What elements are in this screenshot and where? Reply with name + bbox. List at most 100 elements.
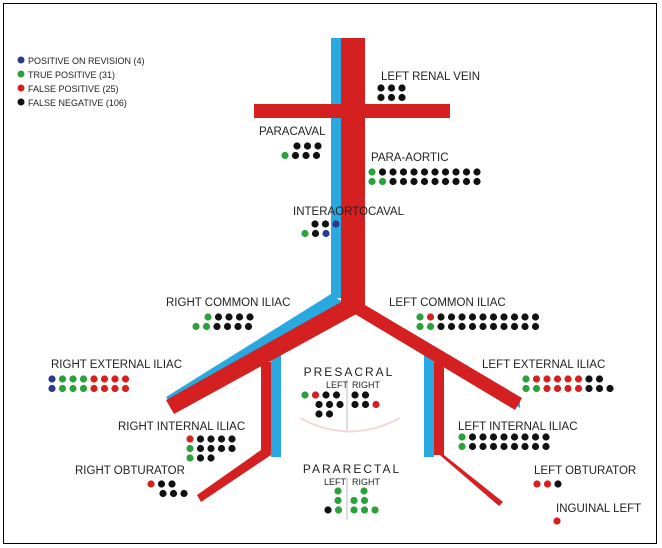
presacral-left-dot [336,401,343,408]
region-7-dot [596,375,603,382]
region-9-dot [511,443,518,450]
region-6-dot [59,375,66,382]
region-9-dot [490,443,497,450]
legend-label-false-negative: FALSE NEGATIVE (106) [28,98,127,108]
region-4-dot [225,313,232,320]
region-2-dot [379,168,386,175]
presacral-left-dot [326,410,333,417]
region-4-dot [245,323,252,330]
legend-label-true-positive: TRUE POSITIVE (31) [28,70,115,80]
region-8-dot [186,435,193,442]
region-7-dot [564,385,571,392]
region-5-dot [479,313,486,320]
region-5-dot [511,313,518,320]
region-1-dot [314,142,321,149]
region-4-dot [192,323,199,330]
region-5-dot [416,313,423,320]
label-pararectal-right: RIGHT [352,477,381,487]
left-renal-vein [254,104,450,118]
region-9-dot [521,433,528,440]
label-pararectal: PARARECTAL [303,462,401,476]
region-2-dot [452,178,459,185]
region-7-dot [543,385,550,392]
region-10-dot [180,490,187,497]
region-5-dot [490,313,497,320]
region-3-dot [322,220,329,227]
region-10-dot [158,480,165,487]
region-5-dot [469,313,476,320]
presacral-left-dot [315,401,322,408]
region-5-dot [490,323,497,330]
label-interaortocaval: INTERAORTOCAVAL [293,206,405,218]
region-10-dot [168,480,175,487]
region-5-dot [500,313,507,320]
pararectal-left-dot [334,497,341,504]
label-pararectal-left: LEFT [324,477,347,487]
region-11-dot [554,480,561,487]
region-7-dot [554,375,561,382]
legend-label-revision: POSITIVE ON REVISION (4) [28,56,145,66]
region-5-dot [458,313,465,320]
region-2-dot [431,178,438,185]
region-8-dot [197,454,204,461]
region-8-dot [197,445,204,452]
presacral-left-dot [322,391,329,398]
region-2-dot [368,178,375,185]
region-1-dot [302,152,309,159]
region-6-dot [80,385,87,392]
region-4-dot [213,323,220,330]
region-8-dot [197,435,204,442]
label-presacral: PRESACRAL [304,365,395,379]
region-4-dot [203,323,210,330]
region-2-dot [463,168,470,175]
region-1-dot [281,152,288,159]
region-7-dot [575,385,582,392]
region-5-dot [437,313,444,320]
region-0-dot [377,84,384,91]
label-inguinal-left: INGUINAL LEFT [556,503,641,515]
region-9-dot [458,443,465,450]
region-12-dot [553,517,560,524]
presacral-right-dot [372,401,379,408]
pararectal-left-dot [334,487,341,494]
label-right-external-iliac: RIGHT EXTERNAL ILIAC [51,359,182,371]
region-1-dot [292,152,299,159]
region-2-dot [473,168,480,175]
region-4-dot [236,313,243,320]
right-internal-iliac-artery [261,362,271,455]
region-5-dot [427,323,434,330]
left-internal-iliac-artery [434,362,444,455]
region-3-dot [301,230,308,237]
region-5-dot [479,323,486,330]
label-right-obturator: RIGHT OBTURATOR [75,465,185,477]
presacral-left-dot [301,391,308,398]
presacral-right-dot [362,391,369,398]
region-7-dot [543,375,550,382]
region-9-dot [469,433,476,440]
label-left-internal-iliac: LEFT INTERNAL ILIAC [458,421,578,433]
region-5-dot [416,323,423,330]
region-0-dot [388,84,395,91]
pararectal-right-dot [371,506,378,513]
region-5-dot [500,323,507,330]
region-11-dot [544,480,551,487]
region-9-dot [500,443,507,450]
legend-dot-false-positive [18,85,25,92]
pararectal-left-dot [324,506,331,513]
label-paracaval: PARACAVAL [259,126,326,138]
region-9-dot [542,433,549,440]
pararectal-right-dot [361,497,368,504]
region-5-dot [532,323,539,330]
region-9-dot [479,443,486,450]
region-7-dot [585,385,592,392]
aorta [341,38,365,308]
region-4-dot [204,313,211,320]
region-8-dot [207,454,214,461]
region-7-dot [522,375,529,382]
region-8-dot [228,445,235,452]
region-6-dot [48,385,55,392]
region-7-dot [522,385,529,392]
label-left-renal-vein: LEFT RENAL VEIN [381,71,480,83]
region-7-dot [554,385,561,392]
